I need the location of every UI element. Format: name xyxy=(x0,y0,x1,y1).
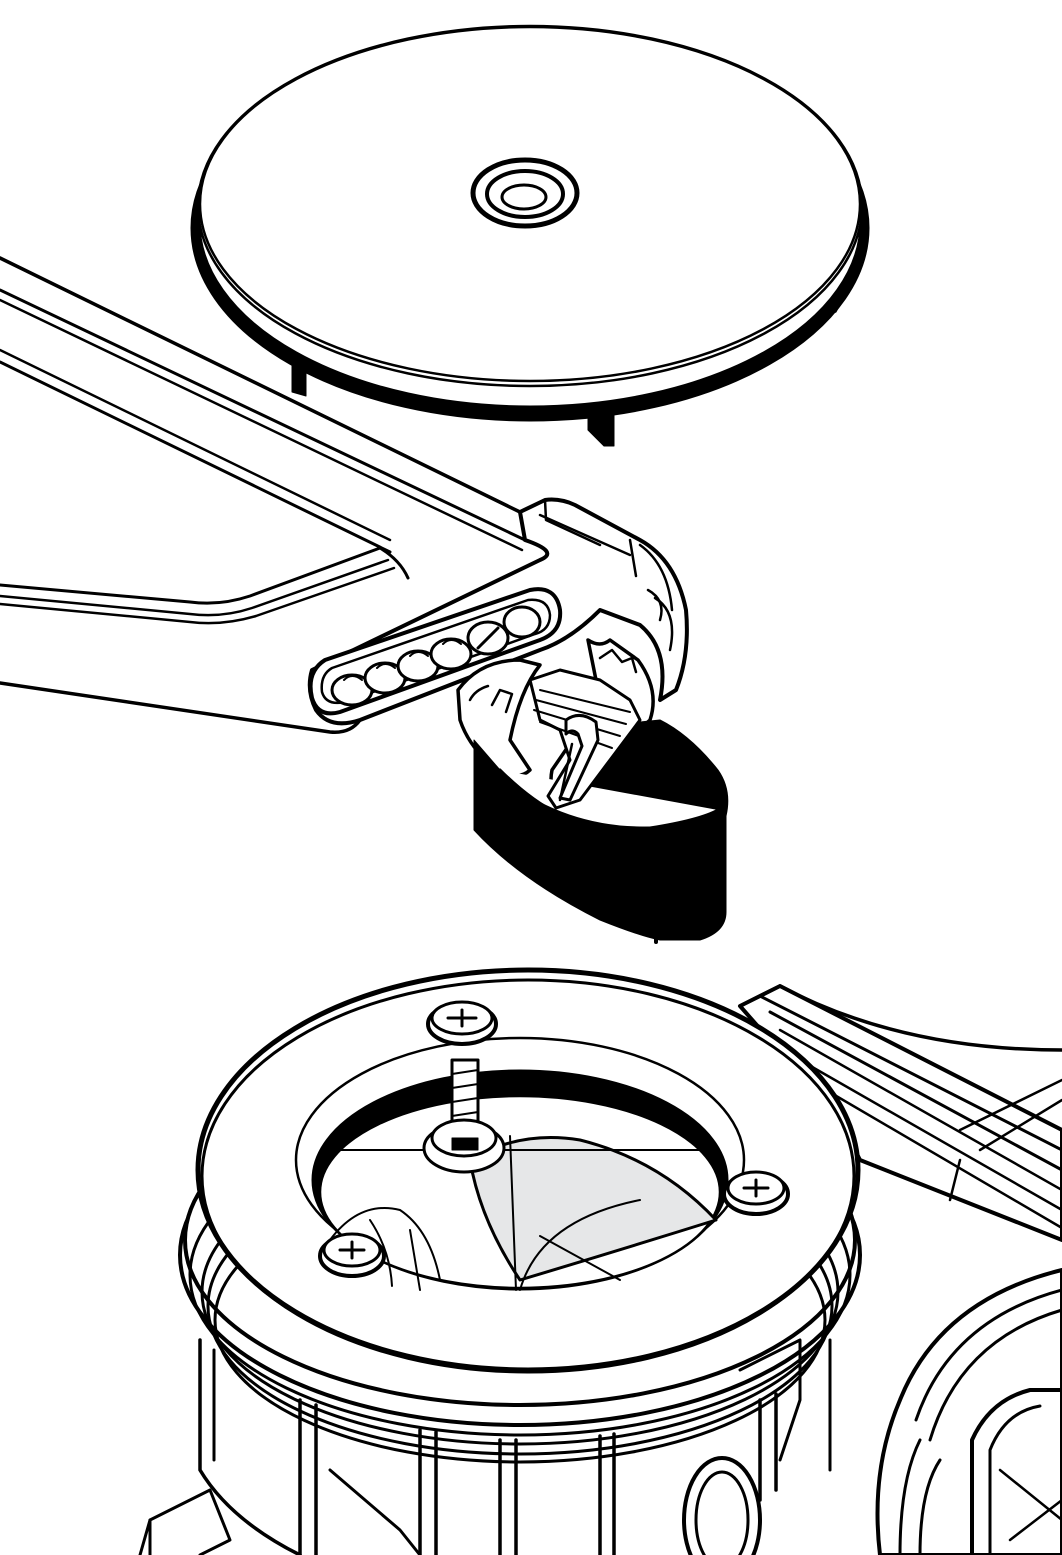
screw-icon xyxy=(722,1170,790,1216)
adjustable-wrench xyxy=(0,256,689,802)
drain-flange-with-screws xyxy=(195,967,861,1374)
flange-nut xyxy=(473,668,729,944)
screw-icon xyxy=(426,1000,498,1046)
screw-icon xyxy=(318,1232,386,1278)
strainer-cover-disc xyxy=(190,24,870,447)
